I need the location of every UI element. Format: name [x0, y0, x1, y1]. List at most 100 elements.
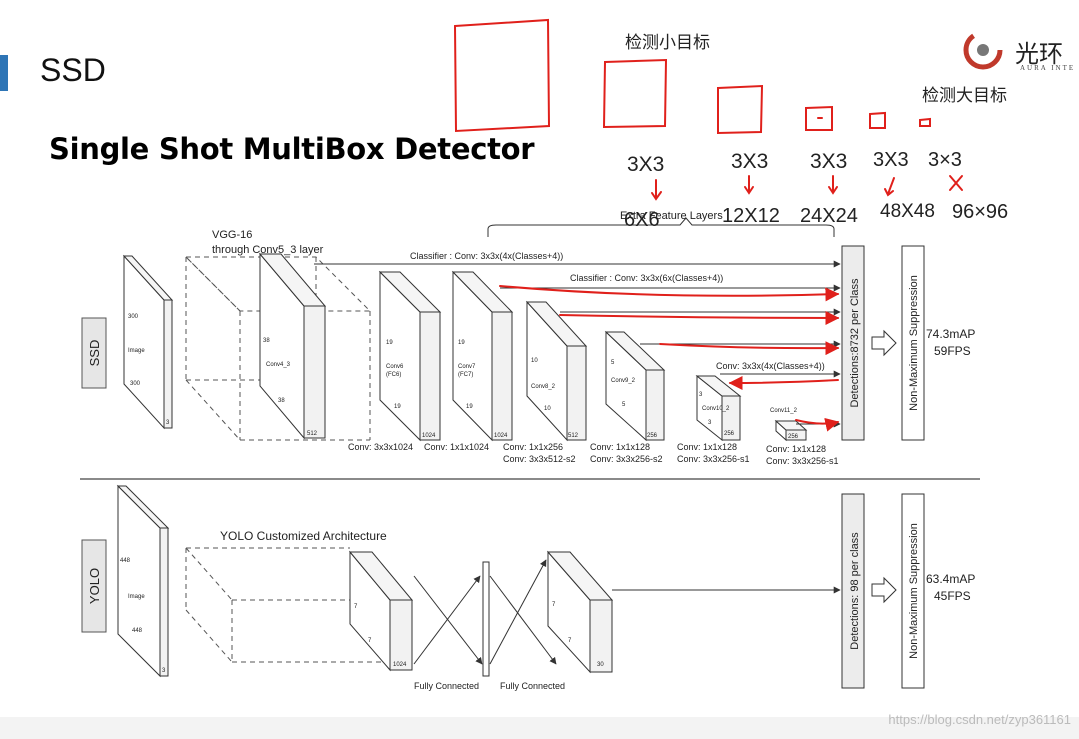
ssd-conv8-2-label: Conv8_2 — [531, 384, 556, 390]
yolo-block-1-dim-c: 1024 — [393, 662, 407, 668]
ssd-image-dim-c: 3 — [166, 420, 170, 426]
ssd-fc6-dim-h: 19 — [386, 340, 393, 346]
large-targets-label: 检测大目标 — [922, 86, 1007, 105]
classifier-label-3: Conv: 3x3x(4x(Classes+4)) — [716, 361, 825, 371]
kernel-label-1: 3X3 — [627, 153, 664, 176]
logo-icon — [963, 30, 1003, 70]
handwritten-annotations — [453, 18, 963, 432]
ssd-vgg-label: VGG-16 — [212, 229, 252, 241]
yolo-nms-label: Non-Maximum Suppression — [908, 523, 920, 659]
ssd-conv4-3-dim-c: 512 — [307, 431, 318, 437]
ssd-conv4-3-block: 38 Conv4_3 38 512 — [258, 252, 327, 440]
ssd-detections-label: Detections:8732 per Class — [849, 278, 861, 408]
ssd-fc7-label: Conv7 — [458, 364, 476, 370]
slide-subtitle: Single Shot MultiBox Detector — [49, 132, 535, 166]
yolo-fc-label-1: Fully Connected — [414, 681, 479, 691]
anchor-box-24 — [717, 84, 764, 135]
ssd-conv10-2-dim-h: 3 — [699, 392, 703, 398]
ssd-fc6-sub: (FC6) — [386, 372, 401, 378]
yolo-image-dim-w: 448 — [132, 628, 143, 634]
yolo-detections-box — [841, 493, 865, 689]
yolo-block-2-dim-c: 30 — [597, 662, 604, 668]
conv-label-10b: Conv: 3x3x256-s1 — [677, 454, 750, 464]
yolo-nms-arrow-icon — [871, 576, 897, 604]
red-arrow-conv8 — [559, 310, 840, 325]
map-size-1: 6X6 — [624, 209, 660, 231]
yolo-row-label: YOLO — [87, 568, 102, 604]
anchor-box-3 — [919, 117, 931, 127]
down-arrow-1 — [651, 179, 662, 201]
map-size-3: 24X24 — [800, 205, 858, 227]
anchor-box-6 — [869, 111, 886, 129]
anchor-box-48 — [602, 58, 668, 129]
ssd-conv4-3-dim-h: 38 — [263, 338, 270, 344]
down-arrow-2 — [744, 175, 754, 195]
yolo-row-label-box — [81, 539, 107, 633]
ssd-conv8-2-block: 10 Conv8_2 10 512 — [525, 300, 588, 442]
ssd-conv9-2-label: Conv9_2 — [611, 378, 636, 384]
ssd-nms-label: Non-Maximum Suppression — [908, 275, 920, 411]
anchor-box-12 — [805, 105, 833, 131]
yolo-arch-label: YOLO Customized Architecture — [220, 529, 387, 543]
ssd-conv9-2-block: 5 Conv9_2 5 256 — [604, 330, 666, 442]
yolo-image-dim-h: 448 — [120, 558, 131, 564]
classifier-label-2: Classifier : Conv: 3x3x(6x(Classes+4)) — [570, 273, 723, 283]
ssd-conv10-2-label: Conv10_2 — [702, 406, 730, 412]
down-arrow-4 — [884, 177, 895, 197]
yolo-image-block: 448 Image 448 3 — [116, 484, 170, 678]
yolo-fc-arrow-2 — [413, 575, 481, 665]
yolo-fc-arrow-3 — [489, 575, 557, 665]
classifier-label-1: Classifier : Conv: 3x3x(4x(Classes+4)) — [410, 251, 563, 261]
ssd-fc6-dim-c: 1024 — [422, 433, 436, 439]
conv-label-9a: Conv: 1x1x128 — [590, 442, 650, 452]
ssd-conv11-2-block: Conv11_2 256 — [770, 408, 808, 442]
extra-layers-brace — [487, 217, 835, 237]
logo-subtext: AURA INTE — [1020, 64, 1076, 72]
bottom-strip — [0, 717, 1079, 739]
yolo-map: 63.4mAP — [926, 572, 975, 586]
conv-label-10a: Conv: 1x1x128 — [677, 442, 737, 452]
handwritten-text: 检测小目标 检测大目标 3X3 3X3 3X3 3X3 3×3 6X6 12X1… — [624, 33, 1008, 231]
conv-label-9b: Conv: 3x3x256-s2 — [590, 454, 663, 464]
ssd-image-dim-w: 300 — [130, 381, 141, 387]
red-arrow-conv9 — [659, 341, 840, 356]
map-size-5: 96×96 — [952, 201, 1008, 223]
down-arrow-5 — [949, 175, 963, 191]
map-size-2: 12X12 — [722, 205, 780, 227]
yolo-block-1-dim-h: 7 — [354, 604, 358, 610]
ssd-image-block: 300 Image 300 3 — [122, 254, 174, 430]
ssd-fc7-dim-c: 1024 — [494, 433, 508, 439]
ssd-conv11-2-label: Conv11_2 — [770, 408, 798, 414]
ssd-conv9-2-dim-c: 256 — [647, 433, 658, 439]
small-targets-label: 检测小目标 — [625, 33, 710, 52]
red-arrow-conv10 — [728, 375, 839, 390]
ssd-conv9-2-dim-w: 5 — [622, 402, 626, 408]
ssd-nms-arrow-icon — [871, 329, 897, 357]
ssd-image-label: Image — [128, 348, 145, 354]
yolo-fc-label-2: Fully Connected — [500, 681, 565, 691]
ssd-image-dim-h: 300 — [128, 314, 139, 320]
ssd-row-label: SSD — [87, 340, 102, 367]
ssd-conv10-2-dim-c: 256 — [724, 431, 735, 437]
extra-layers-label: Extra Feature Layers — [620, 210, 723, 222]
yolo-block-2: 7 7 30 — [546, 550, 614, 674]
yolo-block-1: 7 7 1024 — [348, 550, 414, 672]
ssd-fc7-block: 19 Conv7 (FC7) 19 1024 — [451, 270, 514, 442]
ssd-fc7-dim-h: 19 — [458, 340, 465, 346]
ssd-nms-box — [901, 245, 925, 441]
ssd-conv8-2-dim-h: 10 — [531, 358, 538, 364]
ssd-row-label-box — [81, 317, 107, 389]
conv-label-fc6: Conv: 3x3x1024 — [348, 442, 413, 452]
yolo-image-dim-c: 3 — [162, 668, 166, 674]
kernel-label-2: 3X3 — [731, 150, 768, 173]
yolo-arch-box — [185, 547, 390, 663]
yolo-block-1-dim-w: 7 — [368, 638, 372, 644]
yolo-detections-label: Detections: 98 per class — [849, 532, 861, 650]
logo-text: 光环 — [1015, 40, 1063, 68]
ssd-conv4-3-dim-w: 38 — [278, 398, 285, 404]
red-arrow-conv11 — [795, 417, 840, 432]
red-arrow-fc7 — [499, 285, 840, 302]
watermark: https://blog.csdn.net/zyp361161 — [888, 712, 1071, 727]
yolo-nms-box — [901, 493, 925, 689]
